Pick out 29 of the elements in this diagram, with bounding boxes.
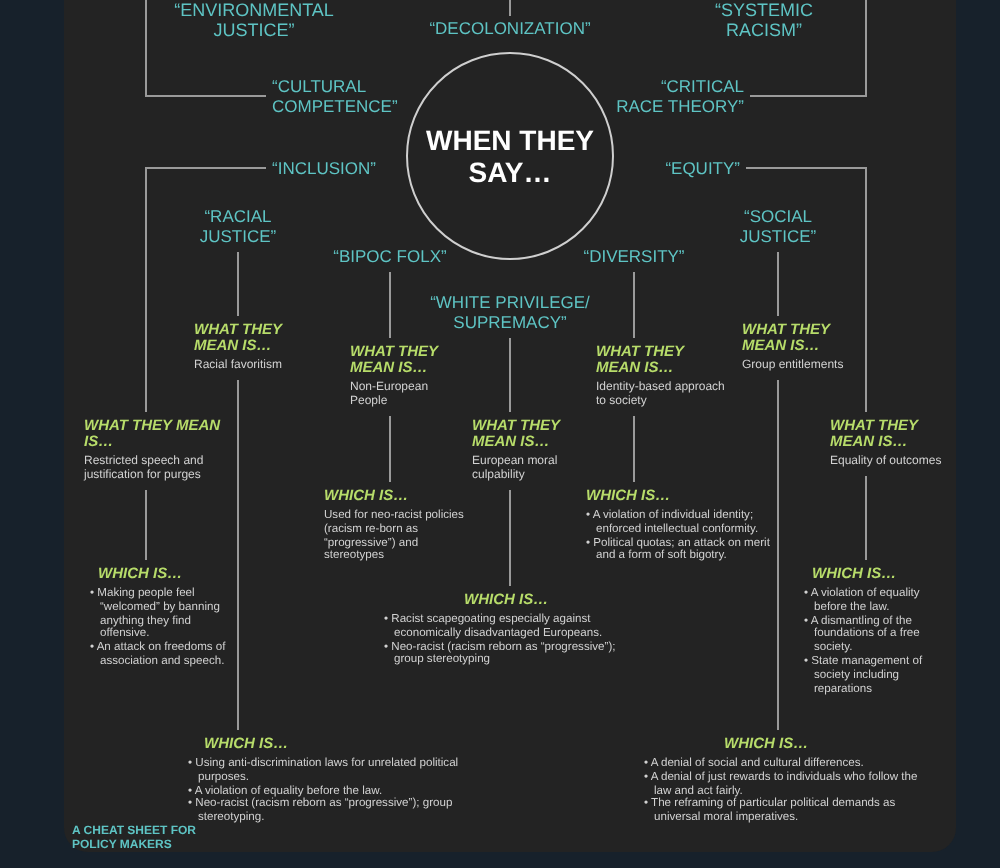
connector-line <box>389 415 391 483</box>
term-label: “ENVIRONMENTAL JUSTICE” <box>172 0 336 40</box>
connector-line <box>745 167 867 413</box>
term-label: “BIPOC FOLX” <box>316 246 464 266</box>
connector-line <box>509 337 511 413</box>
term-label: “CULTURAL COMPETENCE” <box>272 76 428 116</box>
connector-line <box>237 251 239 317</box>
term-label: “CRITICAL RACE THEORY” <box>612 76 744 116</box>
connector-line <box>749 0 867 97</box>
connector-line <box>145 167 267 413</box>
term-label: “RACIAL JUSTICE” <box>172 206 304 246</box>
connector-line <box>865 475 867 561</box>
term-label: “EQUITY” <box>636 158 740 178</box>
connector-line <box>633 415 635 483</box>
connector-line <box>777 379 779 731</box>
term-label: “DIVERSITY” <box>566 246 702 266</box>
term-label: “SYSTEMIC RACISM” <box>712 0 815 40</box>
term-label: “WHITE PRIVILEGE/ SUPREMACY” <box>400 292 620 332</box>
connector-line <box>237 379 239 731</box>
connector-line <box>389 271 391 339</box>
connector-line <box>145 0 267 97</box>
term-label: “SOCIAL JUSTICE” <box>712 206 844 246</box>
connector-line <box>145 489 147 561</box>
term-label: “DECOLONIZATION” <box>410 18 610 38</box>
connector-line <box>777 251 779 317</box>
connector-line <box>509 489 511 587</box>
connector-line <box>633 271 635 339</box>
connector-line <box>509 0 511 17</box>
term-label: “INCLUSION” <box>272 158 400 178</box>
